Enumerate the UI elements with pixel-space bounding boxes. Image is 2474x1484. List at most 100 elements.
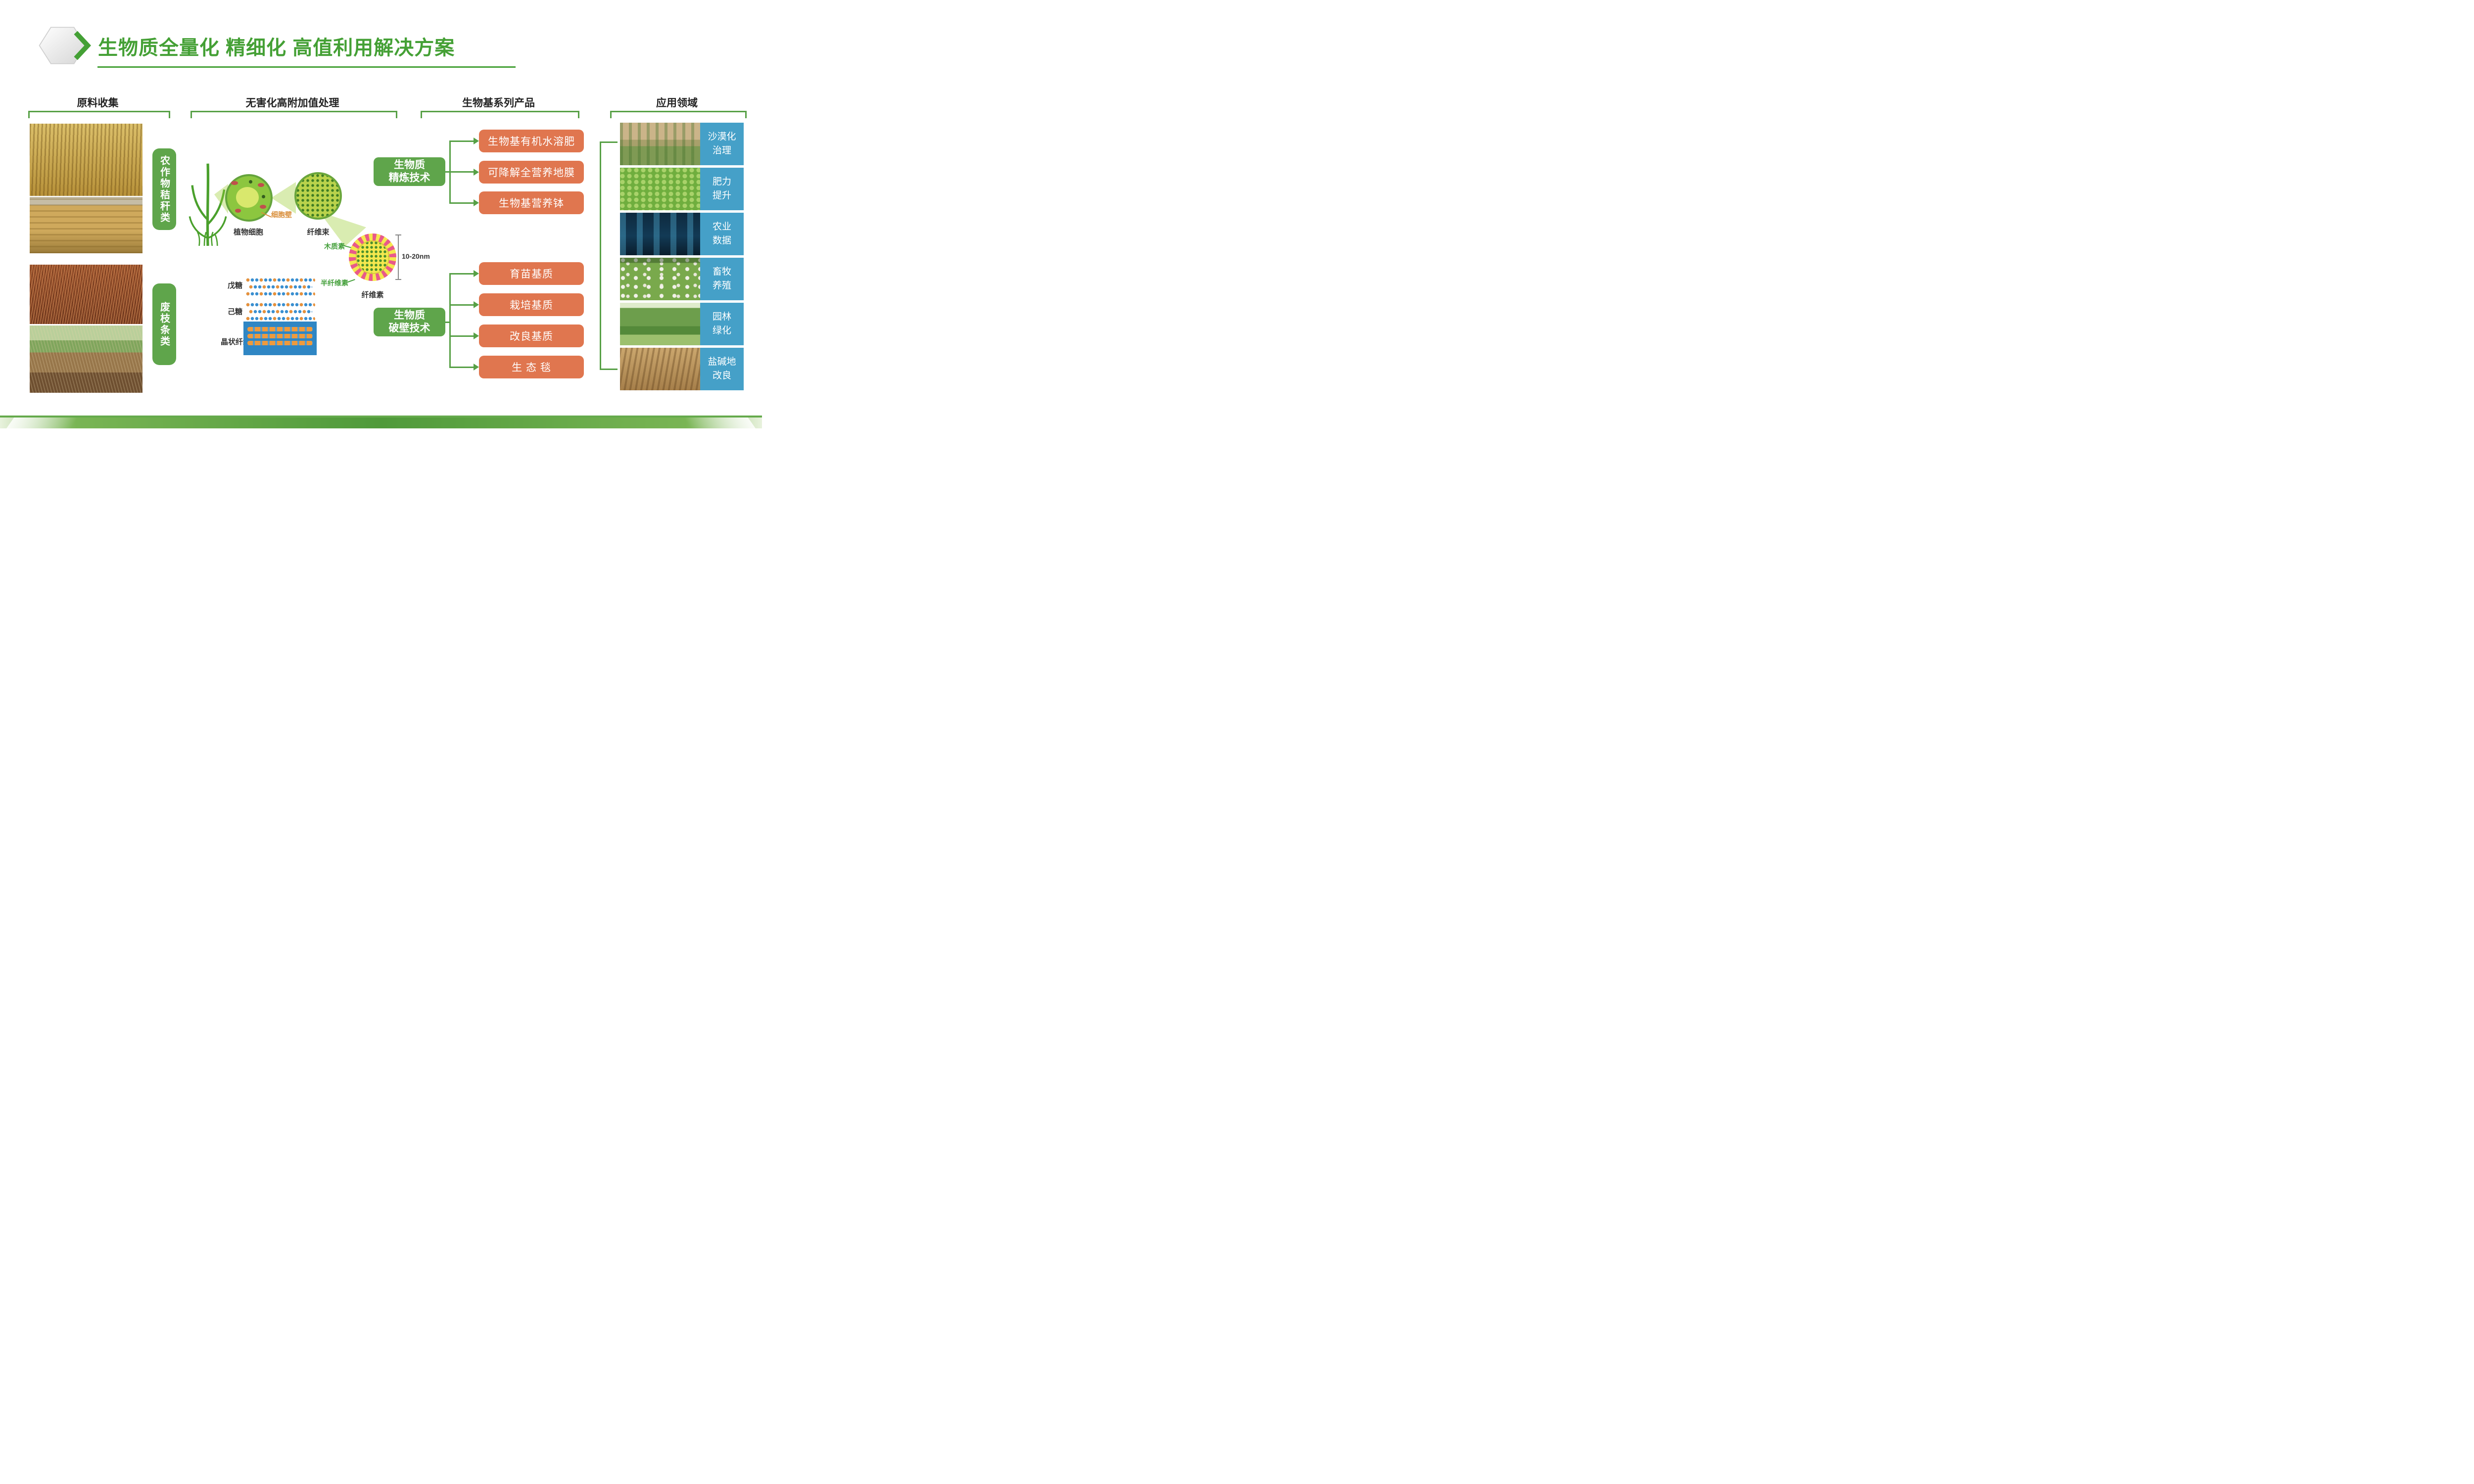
slide: 生物质全量化 精细化 高值利用解决方案 原料收集 无害化高附加值处理 生物基系列… xyxy=(0,0,762,428)
connector xyxy=(445,322,451,323)
sugar-chain xyxy=(249,285,312,289)
product-bio-nutrition-pot: 生物基营养钵 xyxy=(479,191,584,214)
saline-soil-photo xyxy=(620,348,700,390)
arrow-icon xyxy=(474,199,479,206)
product-seedling-substrate: 育苗基质 xyxy=(479,262,584,285)
bottom-band xyxy=(0,417,762,428)
corn-straw-photo xyxy=(30,124,143,196)
organelle xyxy=(262,195,265,198)
tech-breaking-box: 生物质 破壁技术 xyxy=(374,308,445,336)
size-measure-tick xyxy=(395,279,401,280)
connector xyxy=(451,273,474,275)
application-livestock: 畜牧 养殖 xyxy=(700,258,744,300)
header-processing: 无害化高附加值处理 xyxy=(245,97,339,109)
application-label-line: 盐碱地 xyxy=(708,356,736,367)
application-label-line: 改良 xyxy=(712,371,731,381)
crystal-chain xyxy=(247,334,313,338)
fiber-core xyxy=(356,240,389,274)
connector-trunk xyxy=(449,273,451,368)
label-lignin: 木质素 xyxy=(324,242,345,250)
header-applications: 应用领域 xyxy=(656,97,698,109)
label-cellulose: 纤维素 xyxy=(361,291,384,299)
organelle xyxy=(249,180,252,184)
cabbage-field-photo xyxy=(620,168,700,210)
size-measure-line xyxy=(398,234,399,280)
sugar-chain xyxy=(246,292,315,296)
hexagon-arrow-icon xyxy=(39,27,91,64)
connector-trunk xyxy=(449,140,451,204)
arrow-icon xyxy=(474,270,479,277)
plant-illustration xyxy=(189,163,227,246)
application-label-line: 养殖 xyxy=(712,280,731,291)
connector xyxy=(451,171,474,173)
tech-breaking-line1: 生物质 xyxy=(394,309,425,321)
application-bracket-line xyxy=(600,141,601,370)
category-crop-straw: 农作物秸秆类 xyxy=(152,148,176,230)
header-products: 生物基系列产品 xyxy=(462,97,535,109)
application-bracket-stub xyxy=(600,369,618,370)
category-waste-branch: 废枝条类 xyxy=(152,283,176,365)
connector xyxy=(451,304,474,306)
band-highlight-left xyxy=(4,417,80,428)
product-degradable-mulch-film: 可降解全营养地膜 xyxy=(479,161,584,184)
organelle xyxy=(235,209,241,213)
label-cell-wall: 细胞壁 xyxy=(271,211,292,219)
crystal-chain xyxy=(247,341,313,345)
page-title: 生物质全量化 精细化 高值利用解决方案 xyxy=(98,37,455,59)
crystal-chain xyxy=(247,327,313,331)
agri-data-room-photo xyxy=(620,213,700,255)
light-beam xyxy=(271,182,296,214)
cellulose-fiber-diagram xyxy=(349,233,396,281)
arrow-icon xyxy=(474,301,479,308)
sugar-chain xyxy=(246,303,315,307)
sugar-chain xyxy=(246,317,315,321)
crystalline-cellulose-diagram xyxy=(243,322,317,355)
connector xyxy=(445,171,451,173)
tech-refining-line2: 精炼技术 xyxy=(388,172,430,184)
arrow-icon xyxy=(474,364,479,371)
bracket-processing xyxy=(190,111,397,118)
sugar-chain xyxy=(246,278,315,282)
label-plant-cell: 植物细胞 xyxy=(233,228,263,236)
header-collection: 原料收集 xyxy=(77,97,119,109)
bottom-decoration-bar xyxy=(0,416,762,428)
application-bracket-stub xyxy=(600,141,618,143)
application-label-line: 肥力 xyxy=(712,176,731,187)
application-label-line: 园林 xyxy=(712,311,731,322)
application-saline-soil: 盐碱地 改良 xyxy=(700,348,744,390)
arrow-icon xyxy=(474,169,479,176)
product-improvement-substrate: 改良基质 xyxy=(479,325,584,347)
application-label-line: 农业 xyxy=(712,221,731,232)
orchard-branches-photo xyxy=(30,325,143,393)
application-label-line: 提升 xyxy=(712,190,731,201)
application-desert-control: 沙漠化 治理 xyxy=(700,123,744,165)
label-fiber-bundle: 纤维束 xyxy=(307,228,330,236)
application-label-line: 治理 xyxy=(712,145,731,156)
application-agri-data: 农业 数据 xyxy=(700,213,744,255)
label-fiber-size: 10-20nm xyxy=(402,252,430,260)
product-cultivation-substrate: 栽培基质 xyxy=(479,293,584,316)
connector xyxy=(451,202,474,204)
connector xyxy=(451,140,474,142)
park-greening-photo xyxy=(620,303,700,345)
arrow-icon xyxy=(474,138,479,144)
tech-breaking-line2: 破壁技术 xyxy=(388,323,430,334)
tech-refining-line1: 生物质 xyxy=(394,159,425,171)
application-label-line: 沙漠化 xyxy=(708,131,736,142)
desert-control-photo xyxy=(620,123,700,165)
tech-refining-box: 生物质 精炼技术 xyxy=(374,157,445,186)
vacuole xyxy=(236,187,259,208)
organelle xyxy=(258,183,264,187)
sheep-pasture-photo xyxy=(620,258,700,300)
bracket-collection xyxy=(28,111,170,118)
connector xyxy=(451,335,474,337)
application-landscaping: 园林 绿化 xyxy=(700,303,744,345)
arrow-icon xyxy=(474,332,479,339)
connector xyxy=(451,367,474,368)
label-pentose: 戊糖 xyxy=(228,281,243,290)
application-label-line: 绿化 xyxy=(712,325,731,336)
title-underline xyxy=(97,66,516,68)
application-fertility: 肥力 提升 xyxy=(700,168,744,210)
plant-cell-diagram xyxy=(225,174,273,222)
bracket-products xyxy=(421,111,579,118)
